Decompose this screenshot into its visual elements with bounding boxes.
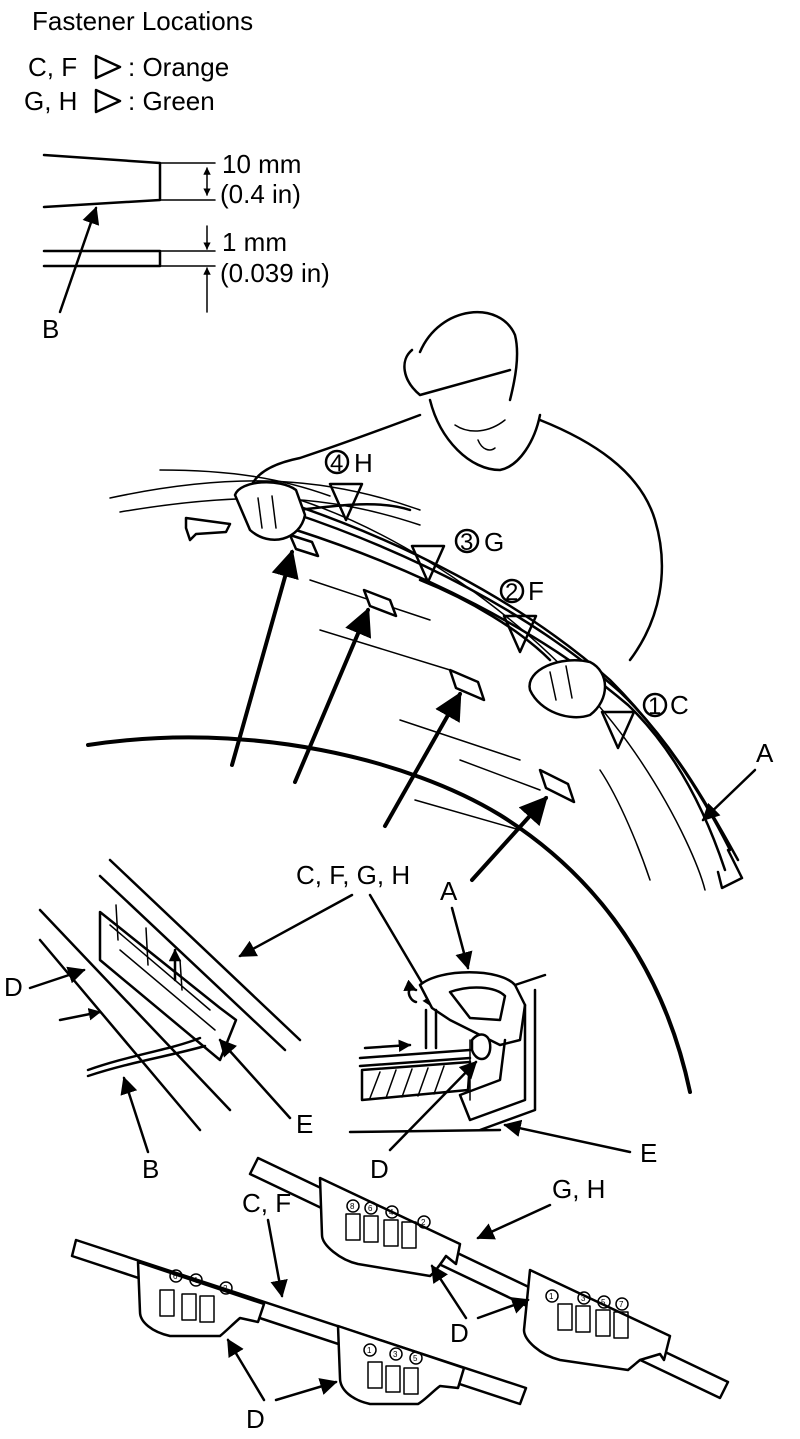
legend-cf-label: C, F: [28, 52, 77, 82]
marker-4-triangle-icon: [328, 482, 364, 522]
legend-cf-triangle-icon: [94, 54, 122, 80]
svg-text:C: C: [670, 690, 689, 720]
strip-cf-right-teeth: 1 3 5: [363, 1343, 423, 1395]
svg-text:1: 1: [367, 1346, 372, 1355]
svg-text:8: 8: [350, 1202, 355, 1211]
svg-text:2: 2: [505, 579, 518, 606]
svg-text:5: 5: [413, 1354, 418, 1363]
svg-text:5: 5: [601, 1298, 606, 1307]
detail-left-e: E: [296, 1109, 313, 1139]
svg-text:3: 3: [460, 529, 473, 556]
legend-gh-label: G, H: [24, 86, 77, 116]
dim-gap-mm: 10 mm: [222, 149, 301, 179]
legend-gh-triangle-icon: [94, 88, 122, 114]
detail-left: D E B: [4, 858, 313, 1184]
svg-text:2: 2: [421, 1218, 426, 1227]
strip-gh-label: G, H: [552, 1174, 605, 1204]
dim-thick-in: (0.039 in): [220, 258, 330, 288]
svg-text:1: 1: [648, 693, 661, 720]
marker-2-triangle-icon: [502, 614, 538, 654]
detail-center-d: D: [370, 1154, 389, 1184]
strip-gh-left-teeth: 8 6 4 2: [345, 1199, 431, 1249]
detail-left-d: D: [4, 972, 23, 1002]
main-illustration: 4 H 3 G 2 F 1 C A: [86, 311, 774, 1094]
strip-gh-right-teeth: 1 3 5 7: [545, 1289, 629, 1339]
svg-text:6: 6: [173, 1272, 178, 1281]
detail-left-b: B: [142, 1154, 159, 1184]
strip-cf-label: C, F: [242, 1188, 291, 1218]
label-b-tool: B: [42, 314, 59, 344]
marker-1-c: 1 C: [600, 690, 689, 750]
svg-text:H: H: [354, 448, 373, 478]
legend-cf-color: : Orange: [128, 52, 229, 82]
dim-gap-in: (0.4 in): [220, 179, 301, 209]
marker-4-h: 4 H: [324, 448, 373, 522]
svg-text:F: F: [528, 576, 544, 606]
strip-d-lower: D: [246, 1404, 265, 1434]
legend: C, F : Orange G, H : Green: [24, 52, 229, 116]
marker-2-f: 2 F: [499, 576, 544, 654]
detail-center-e: E: [640, 1138, 657, 1168]
svg-text:7: 7: [619, 1300, 624, 1309]
detail-center: C, F, G, H A D E: [238, 860, 657, 1184]
svg-text:2: 2: [223, 1284, 228, 1293]
svg-text:3: 3: [581, 1294, 586, 1303]
detail-center-a: A: [440, 876, 458, 906]
page-title: Fastener Locations: [32, 6, 253, 36]
svg-text:G: G: [484, 527, 504, 557]
marker-3-triangle-icon: [410, 544, 446, 584]
marker-3-g: 3 G: [410, 527, 504, 584]
label-a-molding: A: [756, 738, 774, 768]
dim-thick-mm: 1 mm: [222, 227, 287, 257]
svg-text:4: 4: [193, 1276, 198, 1285]
detail-center-fasteners: C, F, G, H: [296, 860, 410, 890]
strip-cf-left-teeth: 6 4 2: [159, 1269, 233, 1323]
strip-gh: 8 6 4 2 1 3 5 7: [248, 1156, 730, 1400]
svg-text:3: 3: [393, 1350, 398, 1359]
fastener-strips: 8 6 4 2 1 3 5 7 G, H: [70, 1156, 730, 1434]
svg-text:6: 6: [368, 1204, 373, 1213]
strip-d-upper: D: [450, 1318, 469, 1348]
svg-text:4: 4: [389, 1208, 394, 1217]
svg-text:4: 4: [330, 450, 343, 477]
svg-text:1: 1: [549, 1292, 554, 1301]
marker-1-triangle-icon: [600, 710, 636, 750]
dimension-detail: 10 mm (0.4 in) 1 mm (0.039 in) B: [42, 149, 330, 344]
strip-cf: 6 4 2 1 3 5: [70, 1238, 528, 1406]
legend-gh-color: : Green: [128, 86, 215, 116]
